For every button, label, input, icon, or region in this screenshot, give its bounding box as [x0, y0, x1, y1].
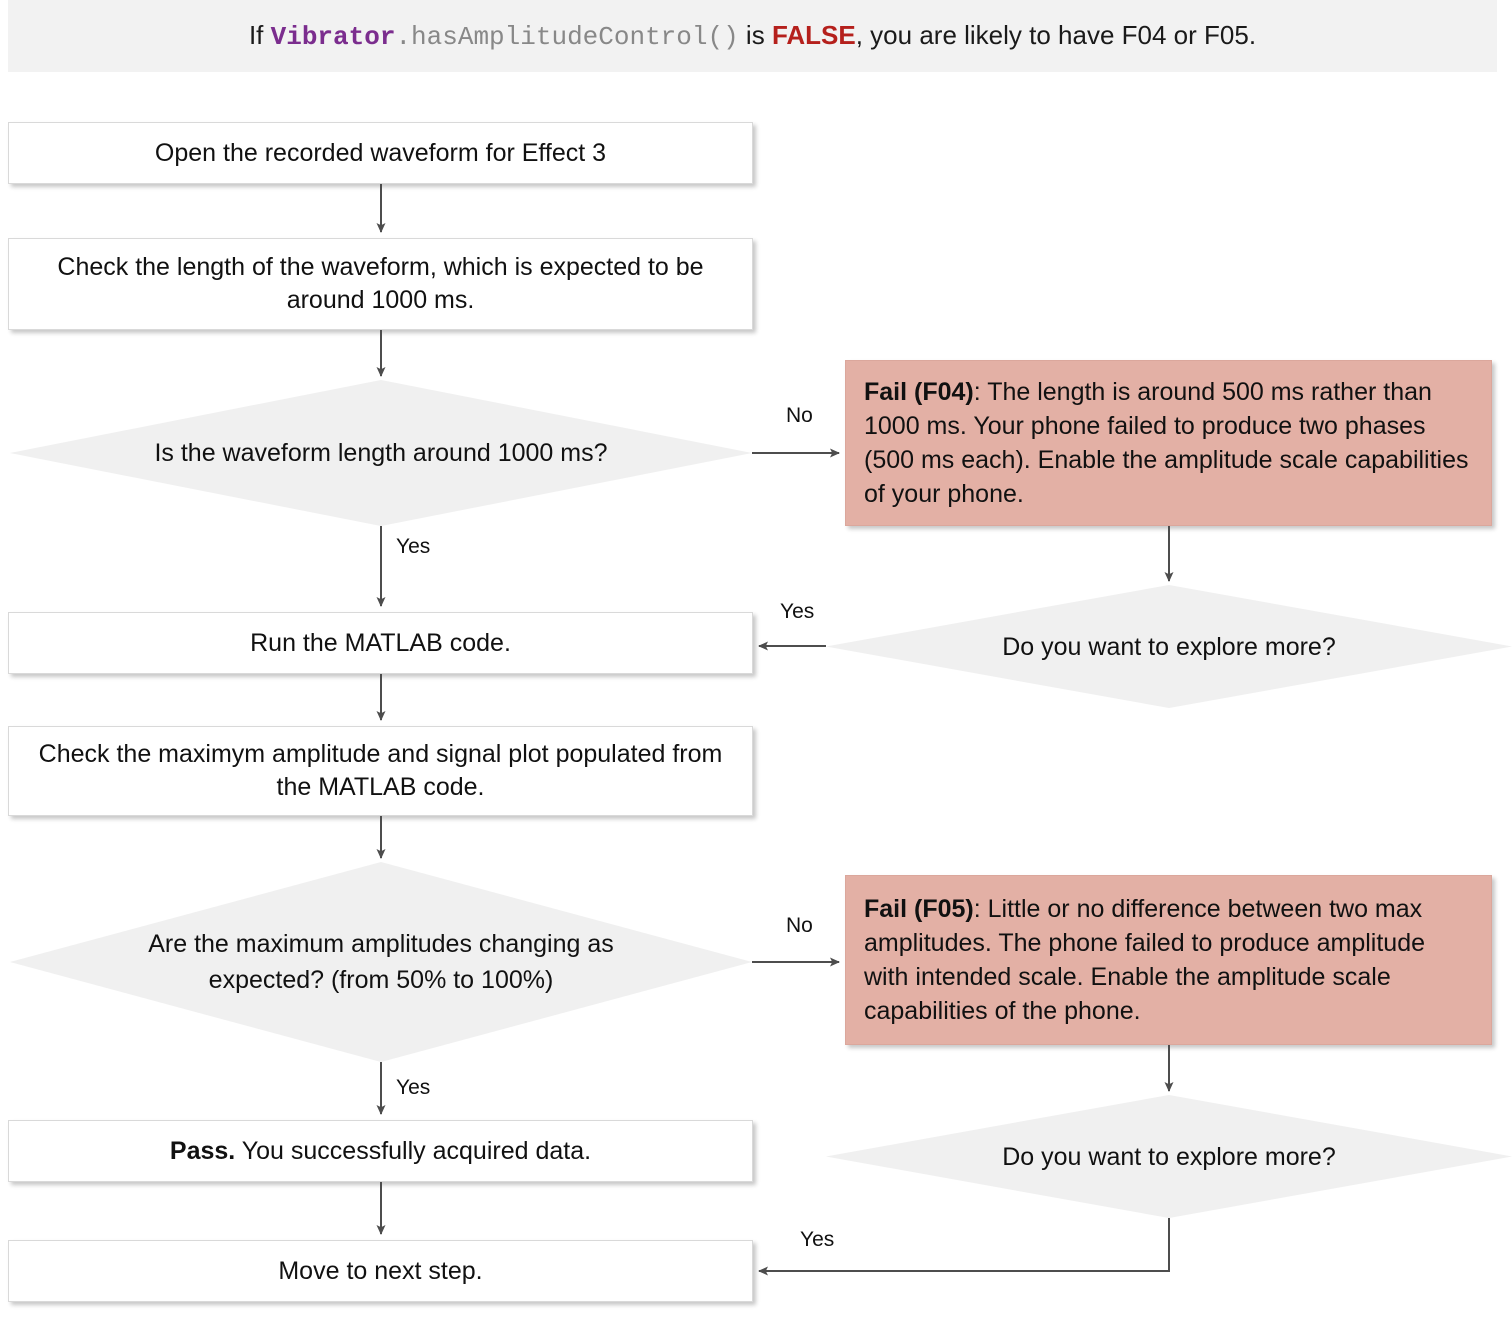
node-fail-f05[interactable]: Fail (F05): Little or no difference betw… [845, 875, 1492, 1045]
edge-label-explore-bottom-yes: Yes [800, 1228, 835, 1251]
edge-label-decision2-no: No [786, 914, 813, 937]
node-pass-label: Pass. You successfully acquired data. [154, 1135, 607, 1168]
edge-explore-bottom-yes-to-move-next [758, 1218, 1170, 1276]
node-pass-rest: You successfully acquired data. [235, 1136, 592, 1165]
node-check-length[interactable]: Check the length of the waveform, which … [8, 238, 753, 330]
node-fail-f04-code: Fail (F04) [864, 378, 974, 406]
header-suffix: , you are likely to have F04 or F05. [855, 20, 1257, 50]
node-fail-f05-code: Fail (F05) [864, 895, 974, 923]
edge-label-decision1-no: No [786, 404, 813, 427]
header-false-keyword: FALSE [771, 20, 856, 50]
node-move-next-label: Move to next step. [278, 1256, 483, 1285]
node-fail-f04-text: : The length is around 500 ms rather tha… [864, 378, 1469, 508]
header-banner: If Vibrator.hasAmplitudeControl() is FAL… [8, 0, 1497, 72]
edge-label-decision2-yes: Yes [396, 1076, 431, 1099]
node-fail-f04-label: Fail (F04): The length is around 500 ms … [846, 375, 1491, 511]
node-check-length-label: Check the length of the waveform, which … [57, 253, 704, 314]
node-open-waveform-label: Open the recorded waveform for Effect 3 [154, 138, 607, 167]
node-pass-bold: Pass. [169, 1136, 236, 1165]
header-method-name: .hasAmplitudeControl() [395, 22, 739, 52]
node-run-matlab-label: Run the MATLAB code. [250, 628, 511, 657]
node-pass[interactable]: Pass. You successfully acquired data. [8, 1120, 753, 1182]
node-fail-f05-label: Fail (F05): Little or no difference betw… [846, 892, 1491, 1028]
header-text: If Vibrator.hasAmplitudeControl() is FAL… [249, 20, 1256, 52]
node-move-next[interactable]: Move to next step. [8, 1240, 753, 1302]
header-prefix: If [248, 20, 271, 50]
node-check-amplitude-label: Check the maximym amplitude and signal p… [38, 740, 723, 801]
node-fail-f05-text: : Little or no difference between two ma… [864, 895, 1426, 1025]
node-open-waveform[interactable]: Open the recorded waveform for Effect 3 [8, 122, 753, 184]
node-check-amplitude[interactable]: Check the maximym amplitude and signal p… [8, 726, 753, 816]
header-middle: is [738, 20, 772, 50]
header-class-name: Vibrator [270, 22, 396, 52]
node-run-matlab[interactable]: Run the MATLAB code. [8, 612, 753, 674]
edge-label-explore-top-yes: Yes [780, 600, 815, 623]
edge-label-decision1-yes: Yes [396, 535, 431, 558]
node-fail-f04[interactable]: Fail (F04): The length is around 500 ms … [845, 360, 1492, 526]
